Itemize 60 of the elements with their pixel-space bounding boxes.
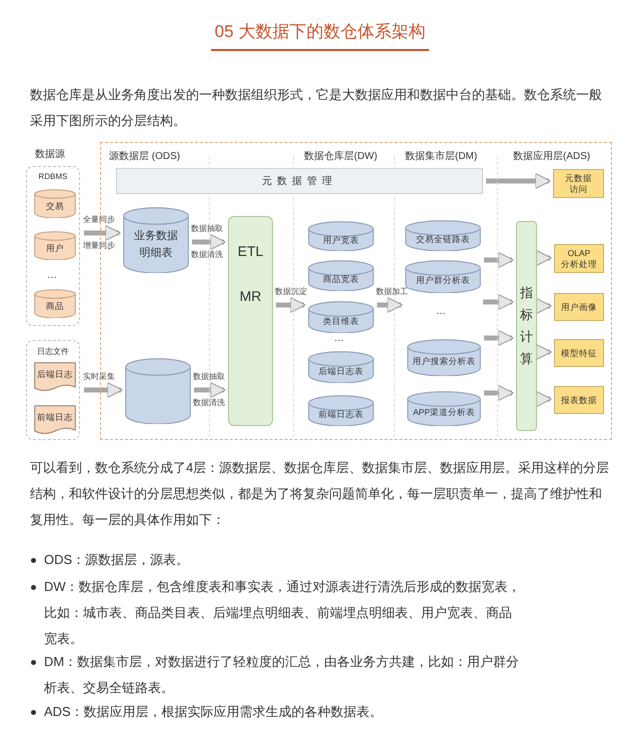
group-heading: 日志文件 xyxy=(36,346,70,357)
database-cylinder: 用户群分析表 xyxy=(405,260,481,293)
log-file-document: 前端日志 xyxy=(34,405,76,435)
database-cylinder: 商品 xyxy=(34,289,76,318)
bullet-item: DW：数据仓库层，包含维度表和事实表，通过对源表进行清洗后形成的数据宽表，比如：城市表、商品类目表、后端埋点明细表、前端埋点明细表、用户宽表、商品宽表。 xyxy=(44,578,522,648)
edge-label: 全量同步增量同步 xyxy=(83,214,116,252)
block-arrow xyxy=(484,330,514,346)
block-arrow xyxy=(483,294,514,310)
tool-box xyxy=(228,216,273,426)
block-arrow xyxy=(84,225,121,241)
heading: 数据源 xyxy=(35,148,65,161)
edge-label: 实时采集 xyxy=(83,371,116,383)
block-arrow xyxy=(192,234,226,250)
bullet-item: ODS：源数据层，源表。 xyxy=(44,551,190,569)
block-arrow xyxy=(536,344,552,360)
database-cylinder: 业务数据明细表 xyxy=(123,207,189,273)
tool-label: MR xyxy=(240,288,262,306)
database-cylinder: 用户 xyxy=(34,231,76,260)
block-arrow xyxy=(194,382,226,398)
block-arrow xyxy=(536,391,552,407)
layer-frame xyxy=(100,142,612,440)
paragraph: 数据仓库是从业务角度出发的一种数据组织形式，它是大数据应用和数据中台的基础。数仓系统一般采用下图所示的分层结构。 xyxy=(30,86,603,130)
block-arrow xyxy=(377,297,403,313)
bullet-item: DM：数据集市层，对数据进行了轻粒度的汇总，由各业务方共建，比如：用户群分析表、交易全链路表。 xyxy=(44,653,520,697)
edge-label: 数据抽取数据清洗 xyxy=(191,223,224,261)
source-group xyxy=(26,166,80,326)
block-arrow xyxy=(484,385,514,401)
metric-box: 指标计算 xyxy=(516,221,537,431)
bullet-item: ADS：数据应用层，根据实际应用需求生成的各种数据表。 xyxy=(44,703,384,721)
application-box: 模型特征 xyxy=(554,339,604,367)
block-arrow xyxy=(536,250,552,266)
block-arrow xyxy=(84,382,123,398)
edge-label: 数据抽取数据清洗 xyxy=(193,371,226,409)
block-arrow xyxy=(484,252,514,268)
metadata-bar: 元数据管理 xyxy=(116,168,483,194)
tool-label: ETL xyxy=(238,243,264,261)
edge-label: 数据沉淀 xyxy=(275,286,308,298)
application-box: OLAP 分析处理 xyxy=(554,244,604,273)
column-heading: 数据应用层(ADS) xyxy=(513,150,590,163)
column-heading: 数据仓库层(DW) xyxy=(304,150,378,163)
ellipsis: … xyxy=(47,270,57,281)
section-title: 05 大数据下的数仓体系架构 xyxy=(0,20,640,51)
database-cylinder xyxy=(125,358,191,424)
block-arrow xyxy=(486,173,551,189)
database-cylinder: 交易 xyxy=(34,189,76,218)
log-file-document: 后端日志 xyxy=(34,362,76,392)
column-heading: 源数据层 (ODS) xyxy=(109,150,180,163)
source-group xyxy=(26,340,80,440)
group-heading: RDBMS xyxy=(38,172,68,181)
database-cylinder: 用户搜索分析表 xyxy=(407,339,481,376)
paragraph: 可以看到，数仓系统分成了4层：源数据层、数据仓库层、数据集市层、数据应用层。采用这样的分层结构，和软件设计的分层思想类似，都是为了将复杂问题简单化，每一层职责单一，提高了维护性和复用性。每一层的具体作用如下： xyxy=(30,459,610,529)
column-heading: 数据集市层(DM) xyxy=(405,150,478,163)
application-box: 报表数据 xyxy=(554,386,604,414)
ellipsis: … xyxy=(436,306,446,317)
database-cylinder: APP渠道分析表 xyxy=(407,391,481,426)
application-box: 元数据访问 xyxy=(553,169,604,198)
ellipsis: … xyxy=(334,333,344,344)
block-arrow xyxy=(276,297,306,313)
application-box: 用户画像 xyxy=(554,293,604,321)
block-arrow xyxy=(536,298,552,314)
